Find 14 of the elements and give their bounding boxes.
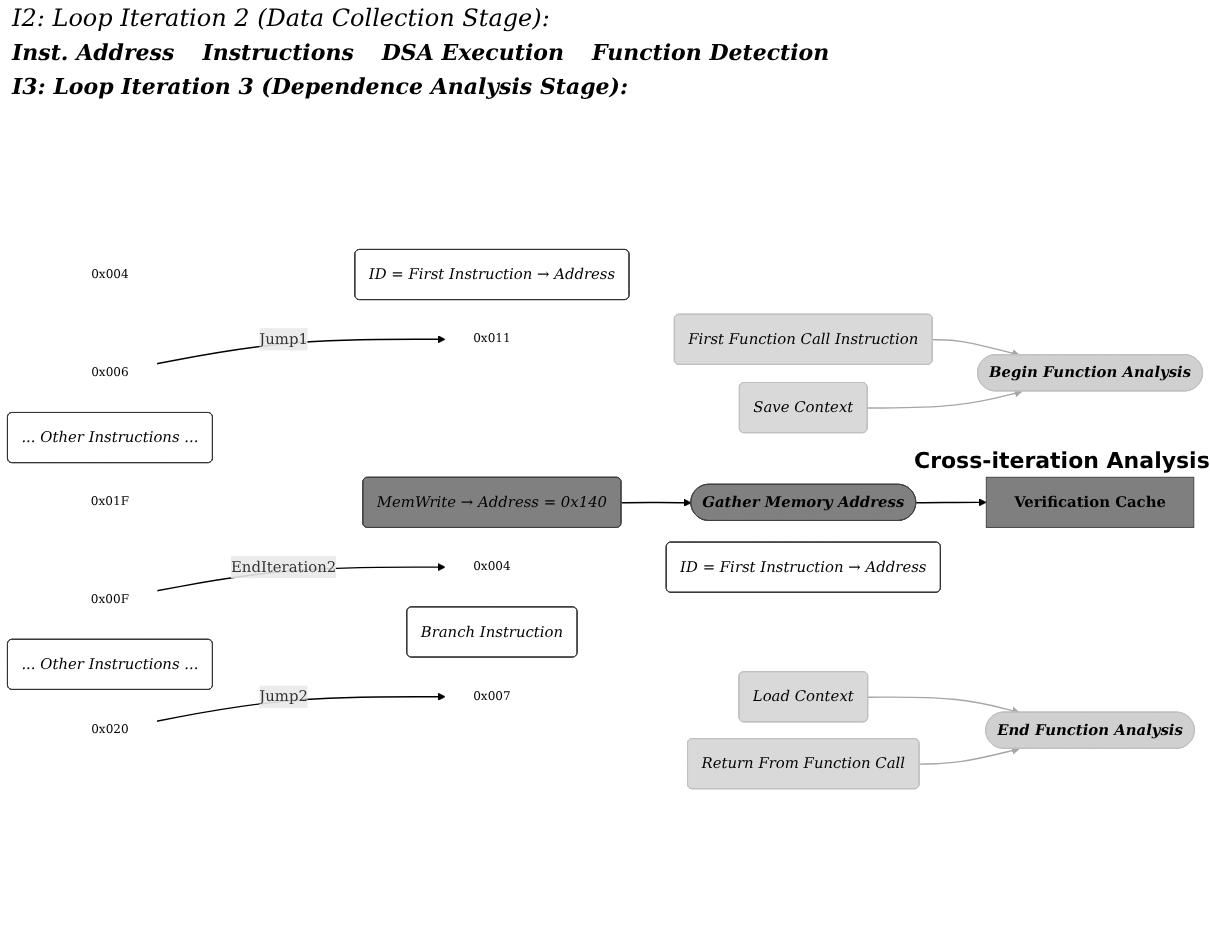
node-box: [985, 477, 1195, 529]
arrow: [867, 697, 1020, 716]
note-label: DSA Execution: [381, 40, 564, 66]
arrow: [915, 499, 987, 508]
note-label: Instructions: [202, 40, 354, 66]
arrow: [866, 390, 1023, 410]
note-label: Inst. Address: [12, 40, 175, 66]
arrow: [918, 747, 1020, 766]
note-label: Function Detection: [591, 40, 830, 66]
caption-text: Cross-iteration Analysis: [914, 448, 1210, 475]
arrow: [620, 499, 692, 508]
note-label: I3: Loop Iteration 3 (Dependence Analysis Stage):: [12, 74, 629, 100]
arrow: [932, 339, 1020, 359]
title: I2: Loop Iteration 2 (Data Collection Stage):: [9, 2, 552, 36]
